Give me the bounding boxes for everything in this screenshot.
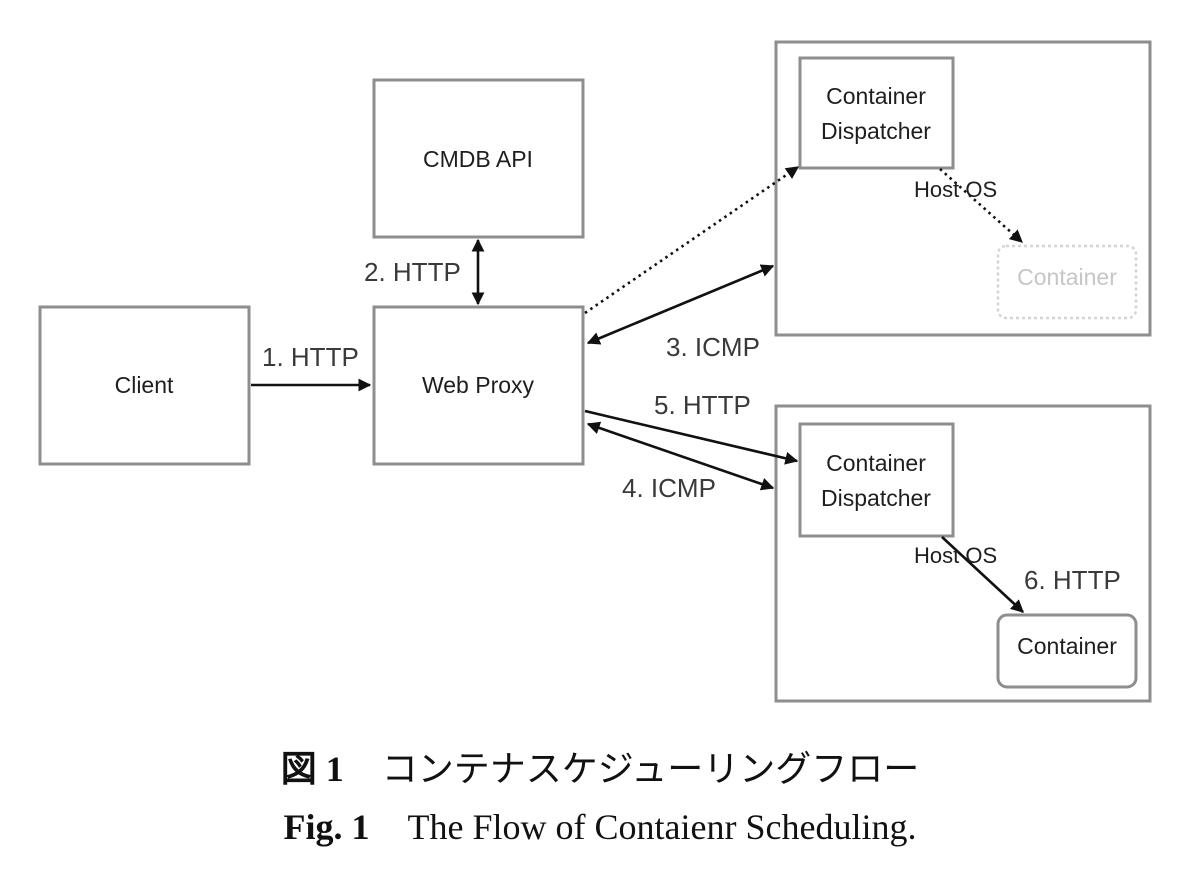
dispatcher-bottom-label-1: Container — [826, 450, 926, 476]
client-box — [38, 305, 251, 466]
container-top-box — [996, 244, 1138, 320]
arrow-dispatcher-bottom-to-container — [941, 536, 1024, 613]
caption-ja-label: 図 1 — [280, 749, 344, 789]
caption-english: Fig. 1 The Flow of Contaienr Scheduling. — [0, 806, 1200, 848]
edge-label-4-icmp: 4. ICMP — [622, 473, 716, 503]
container-bottom-box — [996, 613, 1138, 689]
web-proxy-label: Web Proxy — [422, 372, 535, 398]
dispatcher-bottom-box — [798, 422, 955, 538]
arrow-proxy-host-top-icmp — [586, 264, 775, 345]
caption-japanese: 図 1 コンテナスケジューリングフロー — [0, 740, 1200, 792]
container-top-label: Container — [1017, 264, 1117, 290]
host-os-top-label: Host OS — [914, 177, 997, 202]
edge-label-1-http: 1. HTTP — [262, 342, 359, 372]
host-os-bottom-label: Host OS — [914, 543, 997, 568]
dispatcher-top-box — [798, 56, 955, 170]
caption-en-text: The Flow of Contaienr Scheduling. — [407, 807, 917, 847]
edge-label-2-http: 2. HTTP — [364, 257, 461, 287]
caption-en-label: Fig. 1 — [283, 807, 370, 847]
edge-label-6-http: 6. HTTP — [1024, 565, 1121, 595]
client-label: Client — [115, 372, 174, 398]
edge-label-5-http: 5. HTTP — [654, 390, 751, 420]
container-scheduling-flow-diagram: CMDB API Client Web Proxy Container Disp… — [38, 40, 1152, 703]
container-bottom-label: Container — [1017, 633, 1117, 659]
arrow-proxy-to-dispatcher-top-dotted — [584, 165, 800, 315]
arrow-proxy-host-bottom-icmp — [586, 421, 775, 491]
arrow-dispatcher-top-to-container-dotted — [939, 168, 1023, 243]
dispatcher-top-label-1: Container — [826, 83, 926, 109]
cmdb-api-box — [372, 78, 585, 239]
dispatcher-top-label-2: Dispatcher — [821, 118, 931, 144]
caption-ja-text: コンテナスケジューリングフロー — [381, 749, 920, 789]
dispatcher-bottom-label-2: Dispatcher — [821, 485, 931, 511]
cmdb-api-label: CMDB API — [423, 146, 533, 172]
web-proxy-box — [372, 305, 585, 466]
edge-label-3-icmp: 3. ICMP — [666, 332, 760, 362]
